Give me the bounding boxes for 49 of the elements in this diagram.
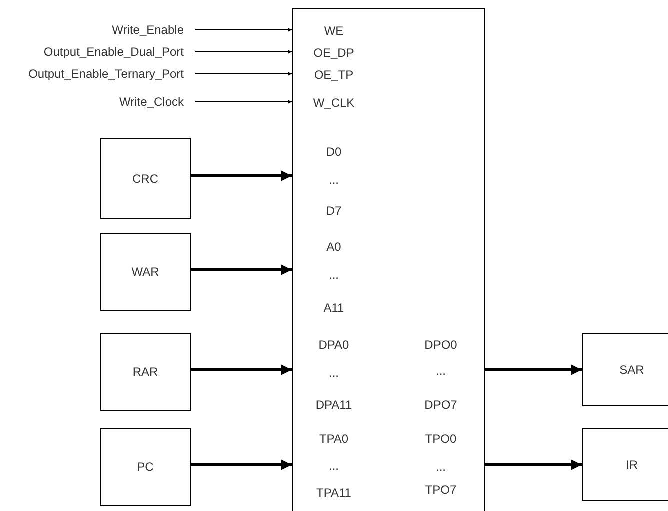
register-box [100, 233, 191, 311]
memory-block [292, 8, 485, 511]
signal-label: Output_Enable_Dual_Port [44, 45, 184, 59]
pin-label: DPA0 [318, 338, 350, 352]
pin-label: TPA0 [319, 432, 349, 446]
arrow [194, 100, 292, 104]
pin-label: DPO7 [424, 398, 458, 412]
arrow [194, 50, 292, 54]
arrow [191, 460, 292, 470]
pin-label: TPA11 [316, 486, 352, 500]
pin-label: D7 [326, 204, 342, 218]
pin-label: ... [329, 173, 339, 187]
pin-label: DPA11 [316, 398, 352, 412]
register-box [100, 428, 191, 506]
arrow [194, 72, 292, 76]
pin-label: TPO0 [425, 432, 457, 446]
pin-label: A11 [324, 301, 344, 315]
register-box [100, 333, 191, 411]
signal-label: Output_Enable_Ternary_Port [28, 67, 184, 81]
pin-label: OE_DP [314, 46, 354, 60]
arrow [191, 170, 292, 182]
pin-label: DPO0 [424, 338, 458, 352]
pin-label: ... [329, 459, 339, 473]
register-label: PC [137, 460, 154, 474]
arrow [191, 264, 292, 276]
pin-label: OE_TP [314, 68, 354, 82]
pin-label: TPO7 [425, 483, 457, 497]
register-label: CRC [132, 172, 158, 186]
signal-label: Write_Enable [112, 23, 184, 37]
register-label: RAR [132, 365, 158, 379]
pin-label: WE [324, 24, 344, 38]
arrow [191, 364, 292, 376]
pin-label: A0 [326, 240, 342, 254]
arrow [194, 28, 292, 32]
pin-label: ... [329, 268, 339, 282]
pin-label: ... [329, 366, 339, 380]
register-label: IR [626, 458, 638, 472]
pin-label: W_CLK [313, 96, 355, 110]
pin-label: ... [436, 364, 446, 378]
register-box [582, 428, 668, 501]
register-label: SAR [620, 362, 644, 376]
pin-label: ... [436, 460, 446, 474]
register-label: WAR [132, 265, 160, 279]
register-box [100, 138, 191, 219]
arrow [485, 460, 582, 470]
arrow [485, 364, 582, 376]
signal-label: Write_Clock [120, 95, 184, 109]
pin-label: D0 [326, 145, 342, 159]
register-box [582, 333, 668, 406]
